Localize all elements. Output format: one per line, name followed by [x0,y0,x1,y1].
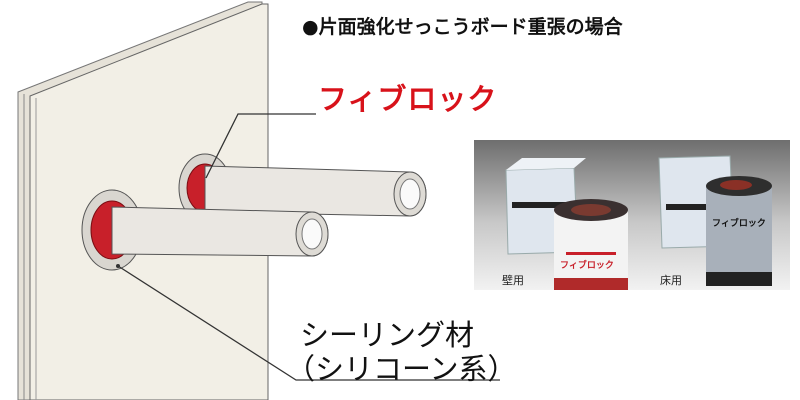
sealant-leader-line [117,265,500,381]
diagram-title: ●片面強化せっこうボード重張の場合 [302,16,623,38]
product-photo: フィブロック フィブロック 壁用 床用 [474,140,790,290]
floor-use-caption: 床用 [660,274,682,287]
upper-pipe-assembly [178,153,427,223]
wall-use-caption: 壁用 [502,274,524,287]
sealant-type-label: （シリコーン系） [286,352,517,386]
product-leader-line [205,113,316,179]
product-photo-illustration [505,155,772,290]
product-label: フィブロック [318,82,498,116]
lower-pipe-assembly [81,189,329,271]
sealant-label: シーリング材 [300,318,475,352]
tape-brand-left: フィブロック [560,261,614,271]
tape-brand-right: フィブロック [712,219,766,229]
